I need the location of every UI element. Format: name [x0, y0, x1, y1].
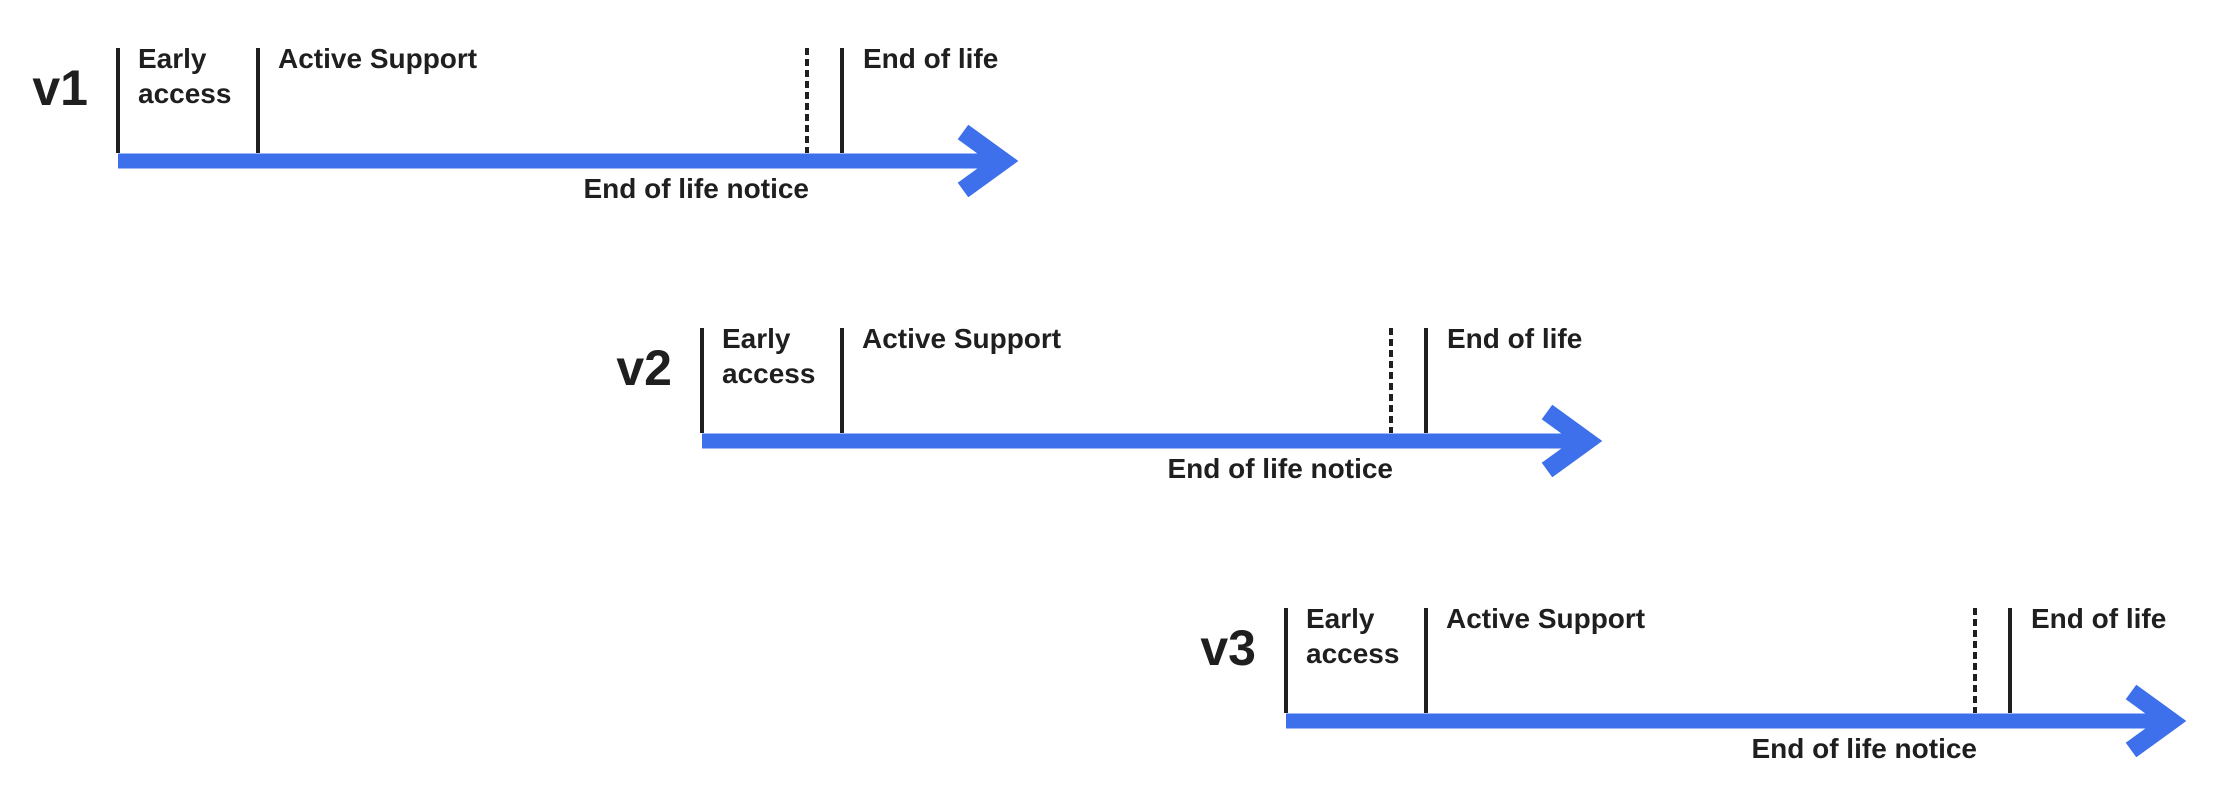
version-label: v1 — [32, 60, 88, 116]
end-of-life-tick — [840, 48, 844, 153]
early-access-label: Early access — [138, 43, 232, 109]
active-support-start-tick — [840, 328, 844, 433]
version-label: v3 — [1200, 620, 1256, 676]
active-support-start-tick — [256, 48, 260, 153]
end-of-life-tick — [1424, 328, 1428, 433]
end-of-life-notice-label: End of life notice — [1167, 453, 1393, 484]
end-of-life-notice-label: End of life notice — [1751, 733, 1977, 764]
arrowhead-icon — [2125, 685, 2187, 757]
early-access-label: Early access — [1306, 603, 1400, 669]
timeline-v2: v2 Early access Active Support End of li… — [602, 323, 1617, 497]
version-label: v2 — [616, 340, 672, 396]
active-support-start-tick — [1424, 608, 1428, 713]
timeline-v1: v1 Early access Active Support End of li… — [18, 43, 1033, 217]
end-of-life-notice-dashed-line — [1973, 608, 1977, 713]
active-support-label: Active Support — [1446, 603, 1646, 634]
end-of-life-notice-dashed-line — [1389, 328, 1393, 433]
end-of-life-label: End of life — [863, 43, 999, 74]
end-of-life-label: End of life — [2031, 603, 2167, 634]
end-of-life-label: End of life — [1447, 323, 1583, 354]
arrowhead-icon — [957, 125, 1019, 197]
early-access-label: Early access — [722, 323, 816, 389]
end-of-life-notice-label: End of life notice — [583, 173, 809, 204]
end-of-life-notice-dashed-line — [805, 48, 809, 153]
early-access-start-tick — [700, 328, 704, 433]
active-support-label: Active Support — [278, 43, 478, 74]
timeline-arrow — [118, 125, 1019, 197]
arrowhead-icon — [1541, 405, 1603, 477]
timeline-v3: v3 Early access Active Support End of li… — [1186, 603, 2201, 777]
end-of-life-tick — [2008, 608, 2012, 713]
early-access-start-tick — [1284, 608, 1288, 713]
active-support-label: Active Support — [862, 323, 1062, 354]
timeline-arrow — [702, 405, 1603, 477]
early-access-start-tick — [116, 48, 120, 153]
timeline-arrow — [1286, 685, 2187, 757]
